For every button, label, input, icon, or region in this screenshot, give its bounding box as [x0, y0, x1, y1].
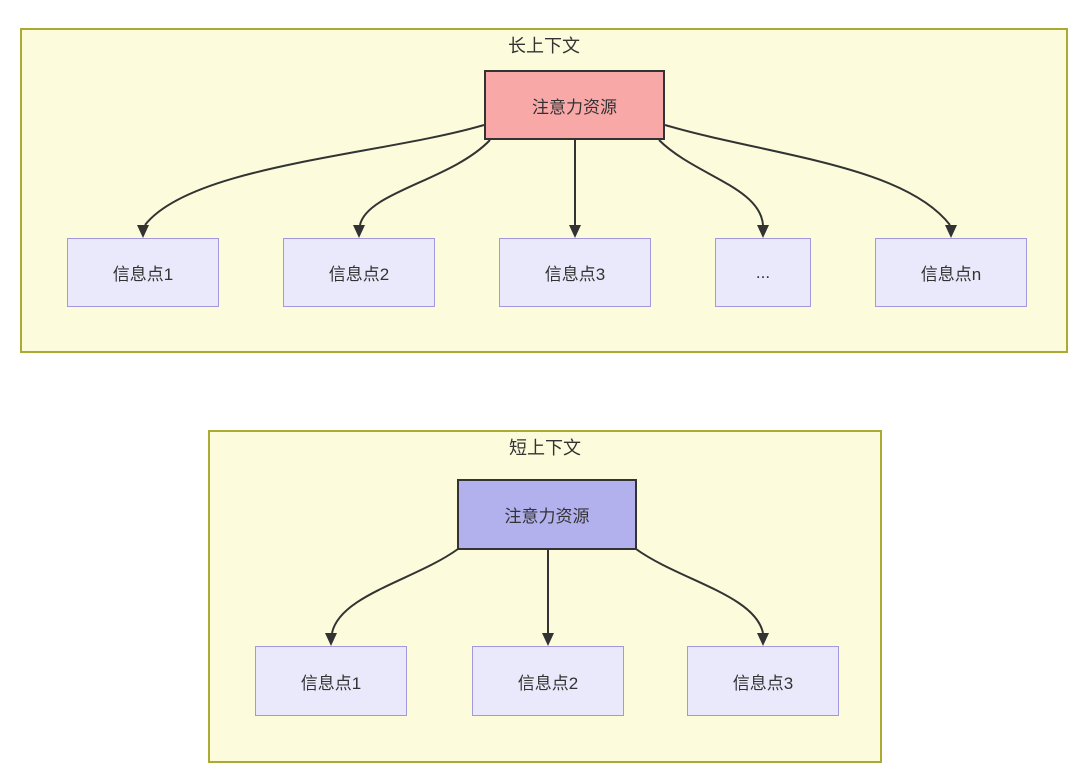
short-context-title: 短上下文: [509, 438, 581, 458]
info-point-node: 信息点2: [472, 646, 624, 716]
long-context-group: 长上下文 注意力资源 信息点1 信息点2 信息点3 ... 信息点n: [20, 28, 1068, 353]
info-point-node: 信息点1: [255, 646, 407, 716]
edge-to-dots: [658, 139, 764, 226]
arrowhead-icon: [757, 225, 769, 238]
edge-to-info1: [144, 124, 485, 226]
arrowhead-icon: [569, 225, 581, 238]
info-point-node: 信息点3: [499, 238, 651, 307]
arrowhead-icon: [757, 633, 769, 646]
info-point-node-ellipsis: ...: [715, 238, 811, 307]
edge-to-info1: [331, 548, 459, 634]
info-point-node: 信息点2: [283, 238, 435, 307]
arrowhead-icon: [542, 633, 554, 646]
attention-resource-node: 注意力资源: [457, 479, 637, 550]
short-context-group: 短上下文 注意力资源 信息点1 信息点2 信息点3: [208, 430, 882, 763]
attention-resource-node: 注意力资源: [484, 70, 665, 140]
edge-to-info2: [359, 139, 491, 226]
arrowhead-icon: [353, 225, 365, 238]
edge-to-info3: [635, 548, 764, 634]
info-point-node: 信息点1: [67, 238, 219, 307]
arrowhead-icon: [137, 225, 149, 238]
arrowhead-icon: [325, 633, 337, 646]
info-point-node: 信息点3: [687, 646, 839, 716]
info-point-node: 信息点n: [875, 238, 1027, 307]
arrowhead-icon: [945, 225, 957, 238]
edge-to-infon: [664, 124, 951, 226]
long-context-title: 长上下文: [508, 36, 580, 56]
